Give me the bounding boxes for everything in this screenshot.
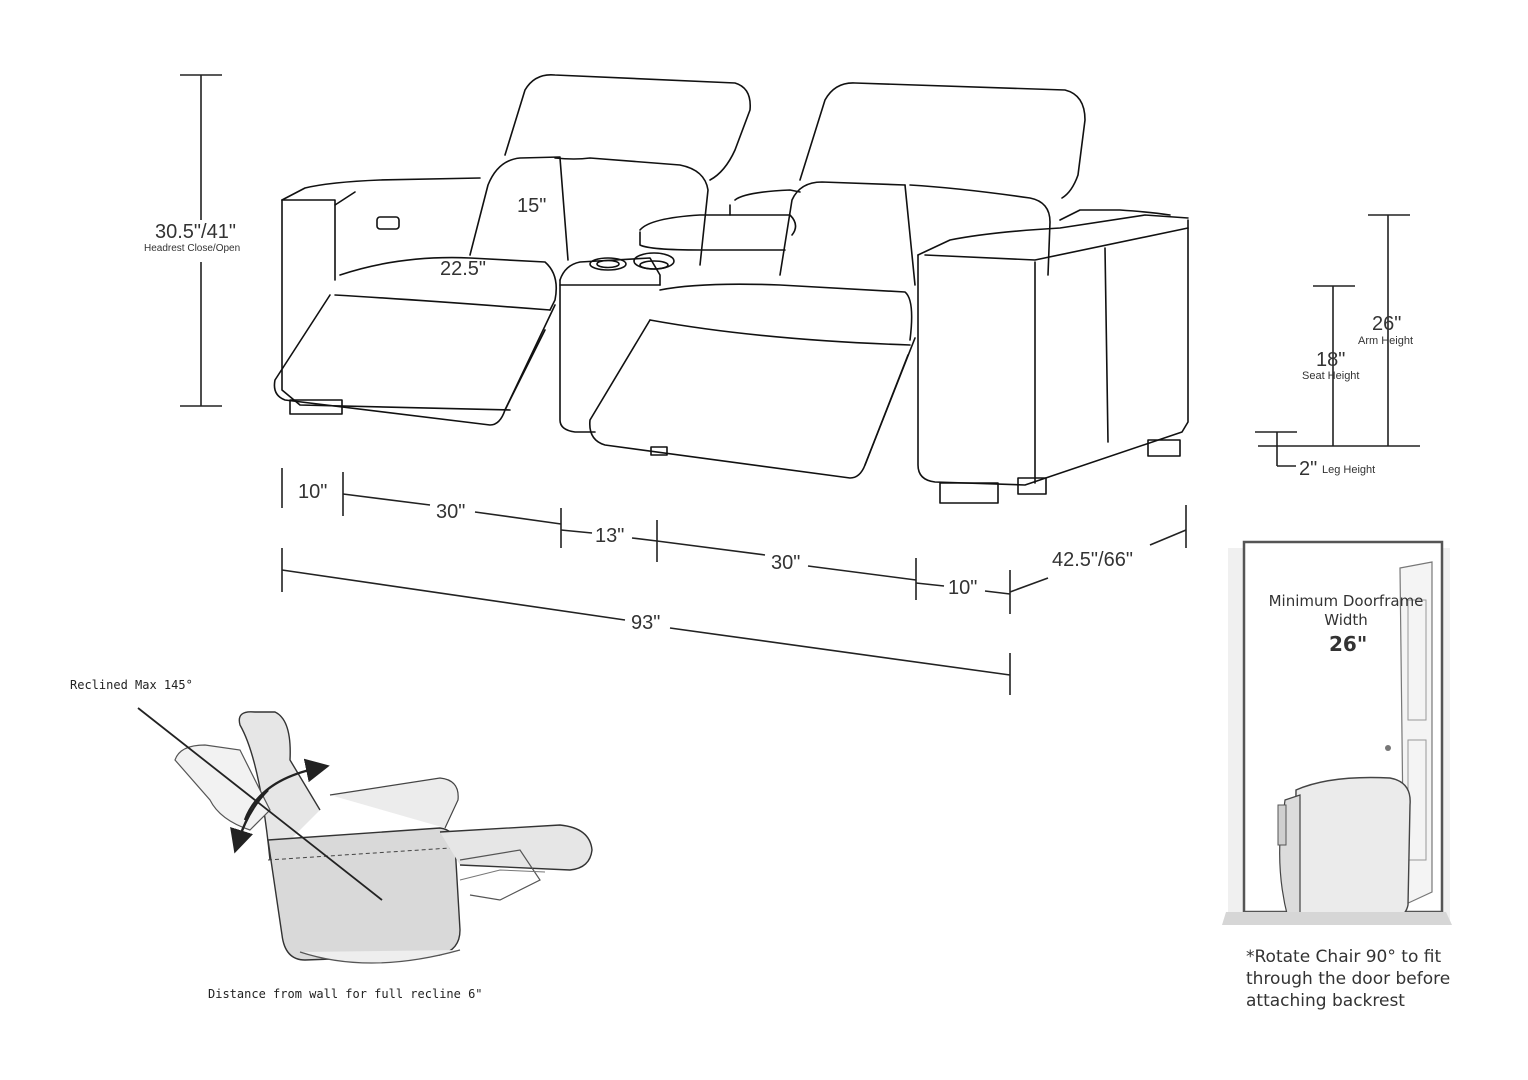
recline-angle-line	[137, 707, 383, 901]
reclined-max-label: Reclined Max 145°	[70, 678, 193, 692]
rotate-chair-note: *Rotate Chair 90° to fit through the doo…	[1246, 947, 1451, 1012]
wall-distance-label: Distance from wall for full recline 6"	[208, 987, 483, 1001]
arm-left-width-label: 10"	[298, 481, 328, 503]
depth-label: 42.5"/66"	[1052, 549, 1133, 571]
seat-height-caption: Seat Height	[1302, 370, 1360, 382]
leg-height-label: 2"	[1299, 458, 1318, 480]
seat-height-label: 18"	[1316, 349, 1346, 371]
seat-right-width-label: 30"	[771, 552, 801, 574]
side-profile-dimensions	[1255, 214, 1420, 467]
arm-height-caption: Arm Height	[1358, 335, 1414, 347]
console-width-label: 13"	[595, 525, 625, 547]
overall-height-caption: Headrest Close/Open	[144, 243, 241, 254]
doorframe-illustration	[1222, 540, 1452, 925]
dimension-lines	[180, 74, 1187, 695]
overall-height-label: 30.5"/41"	[155, 221, 236, 243]
seat-left-width-label: 30"	[436, 501, 466, 523]
doorframe-width: 26"	[1329, 632, 1368, 656]
seat-back-height-label: 15"	[517, 195, 547, 217]
sofa-drawing	[273, 73, 1189, 504]
recliner-sketch	[137, 707, 593, 964]
total-width-label: 93"	[631, 612, 661, 634]
upright-arrow-icon	[230, 789, 269, 854]
recline-arrow-icon	[243, 758, 330, 821]
arm-right-width-label: 10"	[948, 577, 978, 599]
doorframe-title: Minimum Doorframe Width	[1268, 592, 1424, 629]
seat-depth-label: 22.5"	[440, 258, 487, 280]
arm-height-label: 26"	[1372, 313, 1402, 335]
leg-height-caption: Leg Height	[1322, 464, 1376, 476]
